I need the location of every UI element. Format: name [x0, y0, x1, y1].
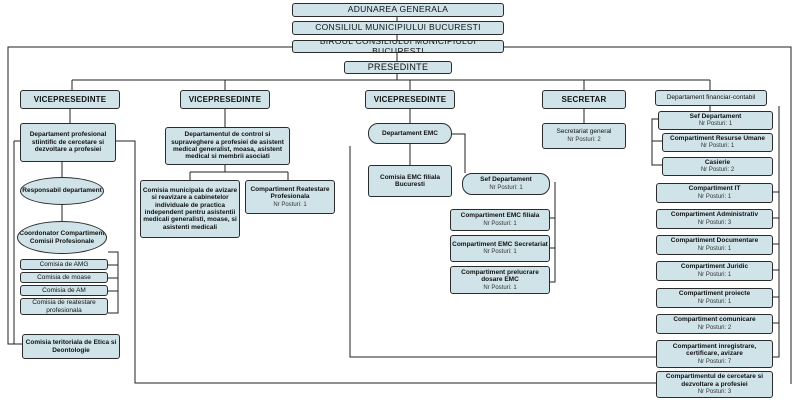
coordonator-label: Coordonator Compartiment Comisii Profesi…	[19, 230, 105, 245]
vicepresedinte-2-box: VICEPRESEDINTE	[180, 90, 270, 109]
compartiment-emc-filiala-box: Compartiment EMC filiala Nr Posturi: 1	[450, 209, 550, 231]
compartiment-prelucrare-box: Compartiment prelucrare dosare EMC Nr Po…	[450, 266, 550, 294]
compartiment-inregistrare-box: Compartiment inregistrare, certificare, …	[656, 340, 773, 368]
sef-departament-financiar-box: Sef Departament Nr Posturi: 1	[658, 111, 773, 130]
vicepresedinte-2-label: VICEPRESEDINTE	[188, 94, 262, 104]
comisia-avizare-label: Comisia municipala de avizare si reaviza…	[142, 186, 238, 231]
sef-departament-financiar-posturi: Nr Posturi: 1	[698, 121, 733, 128]
adunarea-generala-label: ADUNAREA GENERALA	[347, 4, 449, 15]
compartiment-administrativ-posturi: Nr Posturi: 3	[697, 219, 732, 226]
compartiment-comunicare-title: Compartiment comunicare	[673, 316, 756, 324]
departament-emc-label: Departament EMC	[382, 129, 438, 137]
departament-control-box: Departamentul de control si supraveghere…	[165, 127, 290, 165]
compartiment-prelucrare-posturi: Nr Posturi: 1	[483, 284, 517, 291]
sef-departament-emc-posturi: Nr Posturi: 1	[489, 184, 523, 191]
departament-emc-box: Departament EMC	[368, 123, 452, 144]
compartiment-it-title: Compartiment IT	[688, 185, 741, 193]
comisia-moase-box: Comisia de moase	[20, 272, 108, 283]
comisia-reatestare-box: Comisia de reatestare profesionala	[20, 298, 108, 315]
casierie-posturi: Nr Posturi: 2	[700, 167, 735, 174]
compartiment-it-posturi: Nr Posturi: 1	[697, 193, 732, 200]
casierie-box: Casierie Nr Posturi: 2	[662, 157, 773, 176]
compartiment-emc-filiala-title: Compartiment EMC filiala	[460, 212, 540, 220]
secretar-box: SECRETAR	[542, 90, 626, 109]
comisia-amg-box: Comisia de AMG	[20, 259, 108, 270]
compartiment-reatestare-posturi: Nr Posturi: 1	[273, 201, 307, 208]
compartiment-juridic-title: Compartiment Juridic	[680, 263, 749, 271]
compartiment-prelucrare-title: Compartiment prelucrare dosare EMC	[461, 268, 539, 284]
comisia-emc-filiala-box: Comisia EMC filiala Bucuresti	[368, 165, 452, 197]
compartiment-comunicare-posturi: Nr Posturi: 2	[697, 324, 732, 331]
departament-control-label: Departamentul de control si supraveghere…	[171, 131, 284, 161]
vicepresedinte-1-label: VICEPRESEDINTE	[33, 94, 107, 104]
secretariat-general-posturi: Nr Posturi: 2	[567, 136, 601, 143]
compartiment-juridic-posturi: Nr Posturi: 1	[697, 271, 732, 278]
compartiment-administrativ-title: Compartiment Administrativ	[670, 211, 759, 219]
compartiment-resurse-umane-title: Compartiment Resurse Umane	[670, 134, 765, 142]
departament-financiar-box: Departament financiar-contabil	[655, 90, 767, 106]
comisia-moase-label: Comisia de moase	[37, 273, 91, 281]
compartiment-reatestare-title: Compartiment Reatestare Profesionala	[250, 185, 330, 201]
compartiment-administrativ-box: Compartiment Administrativ Nr Posturi: 3	[656, 209, 773, 229]
compartimentul-cercetare-posturi: Nr Posturi: 3	[697, 389, 732, 396]
comisia-etica-label: Comisia teritoriala de Etica si Deontolo…	[25, 339, 117, 354]
comisia-am-box: Comisia de AM	[20, 285, 108, 296]
sef-departament-emc-box: Sef Departament Nr Posturi: 1	[462, 173, 550, 195]
compartiment-emc-secretariat-box: Compartiment EMC Secretariat Nr Posturi:…	[450, 235, 550, 262]
compartiment-proiecte-title: Compartiment proiecte	[678, 290, 751, 298]
compartiment-emc-filiala-posturi: Nr Posturi: 1	[483, 220, 517, 227]
comisia-amg-label: Comisia de AMG	[39, 260, 89, 268]
departament-financiar-label: Departament financiar-contabil	[666, 94, 756, 102]
compartiment-emc-secretariat-posturi: Nr Posturi: 1	[483, 249, 517, 256]
casierie-title: Casierie	[704, 158, 731, 166]
secretariat-general-title: Secretariat general	[556, 128, 612, 136]
compartiment-inregistrare-title: Compartiment inregistrare, certificare, …	[672, 342, 757, 358]
sef-departament-financiar-title: Sef Departament	[689, 112, 742, 120]
compartiment-emc-secretariat-title: Compartiment EMC Secretariat	[452, 240, 548, 248]
compartiment-comunicare-box: Compartiment comunicare Nr Posturi: 2	[656, 314, 773, 334]
compartiment-resurse-umane-posturi: Nr Posturi: 1	[700, 143, 735, 150]
compartiment-juridic-box: Compartiment Juridic Nr Posturi: 1	[656, 261, 773, 281]
consiliul-label: CONSILIUL MUNICIPIULUI BUCURESTI	[315, 22, 481, 33]
compartimentul-cercetare-title: Compartimentul de cercetare si dezvoltar…	[665, 373, 764, 388]
vicepresedinte-1-box: VICEPRESEDINTE	[20, 90, 120, 109]
responsabil-departament-label: Responsabil departament	[22, 187, 102, 195]
presedinte-label: PRESEDINTE	[367, 62, 429, 73]
consiliul-box: CONSILIUL MUNICIPIULUI BUCURESTI	[292, 21, 504, 35]
responsabil-departament-oval: Responsabil departament	[20, 177, 104, 205]
compartiment-proiecte-posturi: Nr Posturi: 1	[697, 298, 732, 305]
biroul-box: BIROUL CONSILIULUI MUNICIPIULUI BUCUREST…	[292, 40, 504, 53]
comisia-avizare-box: Comisia municipala de avizare si reaviza…	[140, 180, 240, 238]
adunarea-generala-box: ADUNAREA GENERALA	[292, 3, 504, 17]
comisia-emc-filiala-label: Comisia EMC filiala Bucuresti	[380, 173, 440, 188]
comisia-am-label: Comisia de AM	[42, 286, 86, 294]
sef-departament-emc-title: Sef Departament	[480, 176, 532, 184]
compartiment-proiecte-box: Compartiment proiecte Nr Posturi: 1	[656, 288, 773, 308]
biroul-label: BIROUL CONSILIULUI MUNICIPIULUI BUCUREST…	[319, 40, 477, 53]
presedinte-box: PRESEDINTE	[344, 61, 452, 74]
compartimentul-cercetare-box: Compartimentul de cercetare si dezvoltar…	[656, 371, 773, 398]
secretariat-general-box: Secretariat general Nr Posturi: 2	[542, 123, 626, 149]
compartiment-it-box: Compartiment IT Nr Posturi: 1	[656, 183, 773, 203]
departament-profesional-box: Departament profesional stiintific de ce…	[20, 123, 116, 162]
vicepresedinte-3-label: VICEPRESEDINTE	[373, 94, 447, 104]
compartiment-inregistrare-posturi: Nr Posturi: 7	[697, 358, 732, 365]
compartiment-documentare-title: Compartiment Documentare	[670, 237, 759, 245]
compartiment-documentare-box: Compartiment Documentare Nr Posturi: 1	[656, 235, 773, 255]
departament-profesional-label: Departament profesional stiintific de ce…	[29, 131, 107, 154]
compartiment-documentare-posturi: Nr Posturi: 1	[697, 245, 732, 252]
coordonator-oval: Coordonator Compartiment Comisii Profesi…	[17, 221, 107, 254]
secretar-label: SECRETAR	[561, 94, 607, 104]
comisia-reatestare-label: Comisia de reatestare profesionala	[32, 299, 96, 314]
vicepresedinte-3-box: VICEPRESEDINTE	[365, 90, 455, 109]
comisia-etica-box: Comisia teritoriala de Etica si Deontolo…	[22, 334, 120, 359]
compartiment-reatestare-box: Compartiment Reatestare Profesionala Nr …	[245, 180, 335, 214]
compartiment-resurse-umane-box: Compartiment Resurse Umane Nr Posturi: 1	[662, 133, 773, 152]
